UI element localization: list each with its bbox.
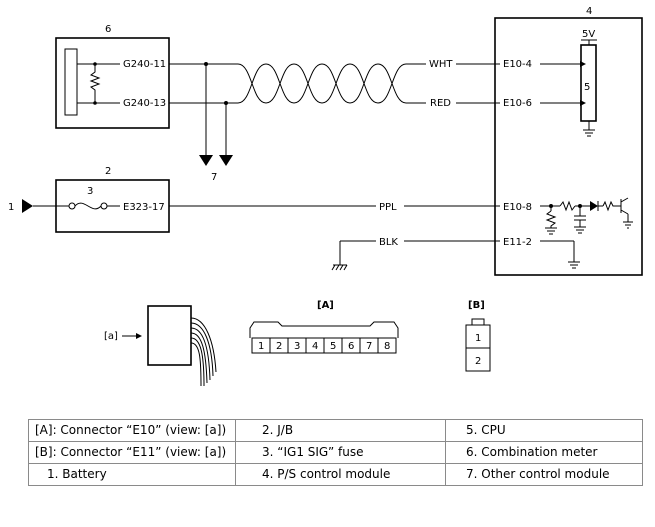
transistor-icon [618, 197, 633, 229]
legend-row: [A]: Connector “E10” (view: [a]) 2. J/B … [28, 419, 643, 442]
view-a-label: [a] [104, 331, 118, 342]
pulldown-resistor-icon [545, 210, 557, 228]
wiring-diagram: 6 G240-11 G240-13 7 WHT RED 4 E10-4 E10-… [8, 6, 643, 387]
connector-side-view [147, 305, 192, 366]
pin-g240-13: G240-13 [123, 98, 166, 109]
connector-a-label: [A] [317, 300, 334, 311]
legend-cell: 2. J/B [235, 419, 446, 442]
pulldown-ground-icon [545, 227, 557, 235]
connector-a-shell [249, 321, 399, 338]
connector-a-pin: 5 [330, 341, 336, 352]
wire-color-red: RED [430, 98, 451, 109]
connector-a-pin: 8 [384, 341, 390, 352]
legend-cell: 3. “IG1 SIG” fuse [235, 441, 446, 464]
connector-a-pin: 7 [366, 341, 372, 352]
battery-arrow-icon [22, 199, 33, 213]
legend-cell: 6. Combination meter [445, 441, 643, 464]
module-ground-icon [568, 261, 580, 269]
jb-number: 2 [105, 166, 111, 177]
legend-cell: 5. CPU [445, 419, 643, 442]
ps-control-module-box [494, 17, 643, 276]
twisted-pair-wire-a [237, 63, 407, 104]
connector-a-pin: 6 [348, 341, 354, 352]
connector-a-pin: 1 [258, 341, 264, 352]
supply-voltage: 5V [582, 29, 595, 40]
pin-e323-17: E323-17 [123, 202, 165, 213]
arrow-to-other-module-2 [219, 155, 233, 166]
legend-row: [B]: Connector “E11” (view: [a]) 3. “IG1… [28, 441, 643, 464]
legend-table: [A]: Connector “E10” (view: [a]) 2. J/B … [28, 419, 643, 486]
legend-cell: 1. Battery [28, 463, 236, 486]
wire-color-wht: WHT [429, 59, 453, 70]
ps-module-number: 4 [586, 6, 592, 17]
cpu-ground-icon [583, 129, 595, 137]
fuse-number: 3 [87, 186, 93, 197]
twisted-pair-wire-b [237, 63, 407, 104]
connector-b-pin: 2 [475, 356, 481, 367]
capacitor-icon [574, 215, 586, 234]
pin-e11-2: E11-2 [503, 237, 532, 248]
connector-b-label: [B] [468, 300, 485, 311]
fuse-icon [74, 202, 102, 210]
input-resistor-icon [559, 200, 576, 212]
battery-number: 1 [8, 202, 14, 213]
legend-cell: [A]: Connector “E10” (view: [a]) [28, 419, 236, 442]
combination-meter-box [55, 37, 170, 129]
wire-color-ppl: PPL [379, 202, 397, 213]
cpu-number: 5 [584, 82, 590, 93]
diode-resistor-icon [602, 200, 618, 212]
connector-a-pin: 2 [276, 341, 282, 352]
legend-row: 1. Battery 4. P/S control module 7. Othe… [28, 463, 643, 486]
legend-cell: 7. Other control module [445, 463, 643, 486]
connector-b-pin: 1 [475, 333, 481, 344]
pin-e10-4: E10-4 [503, 59, 532, 70]
other-module-number: 7 [211, 172, 217, 183]
pin-g240-11: G240-11 [123, 59, 166, 70]
connector-a-pin: 4 [312, 341, 318, 352]
legend-cell: [B]: Connector “E11” (view: [a]) [28, 441, 236, 464]
pin-e10-6: E10-6 [503, 98, 532, 109]
arrow-to-other-module-1 [199, 155, 213, 166]
chassis-ground-icon [331, 241, 348, 271]
meter-resistor-icon [89, 64, 101, 103]
connector-wires-icon [190, 317, 217, 387]
pin-e10-8: E10-8 [503, 202, 532, 213]
combination-meter-number: 6 [105, 24, 111, 35]
diode-icon [590, 201, 598, 211]
connector-a-pin: 3 [294, 341, 300, 352]
legend-cell: 4. P/S control module [235, 463, 446, 486]
wire-color-blk: BLK [379, 237, 398, 248]
meter-internal-element [64, 48, 78, 116]
